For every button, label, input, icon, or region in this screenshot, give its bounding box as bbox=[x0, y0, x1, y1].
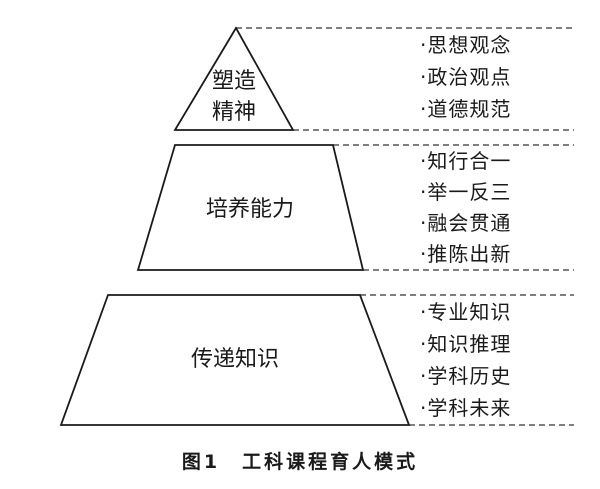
layer-2-point-1: ·知行合一 bbox=[420, 149, 511, 173]
layer-3-point-2: ·知识推理 bbox=[420, 332, 511, 356]
layer-1-point-3: ·道德规范 bbox=[420, 97, 511, 121]
layer-1-title-line-2: 精神 bbox=[212, 100, 256, 125]
layer-3-title: 传递知识 bbox=[191, 347, 279, 372]
pyramid-top-triangle bbox=[173, 26, 295, 131]
figure-caption: 图1 工科课程育人模式 bbox=[182, 450, 418, 473]
pyramid-bottom-trapezoid bbox=[59, 294, 411, 426]
layer-3-point-4: ·学科未来 bbox=[420, 396, 511, 420]
layer-1-title-line-1: 塑造 bbox=[212, 69, 256, 94]
layer-2-point-4: ·推陈出新 bbox=[420, 242, 511, 266]
layer-2-point-3: ·融会贯通 bbox=[420, 211, 511, 235]
layer-2-title: 培养能力 bbox=[206, 197, 294, 222]
layer-3-point-1: ·专业知识 bbox=[420, 300, 511, 324]
layer-3-point-3: ·学科历史 bbox=[420, 364, 511, 388]
layer-1-point-2: ·政治观点 bbox=[420, 65, 511, 89]
pyramid-middle-trapezoid bbox=[136, 144, 365, 271]
layer-2-point-2: ·举一反三 bbox=[420, 180, 511, 204]
layer-1-point-1: ·思想观念 bbox=[420, 33, 511, 57]
